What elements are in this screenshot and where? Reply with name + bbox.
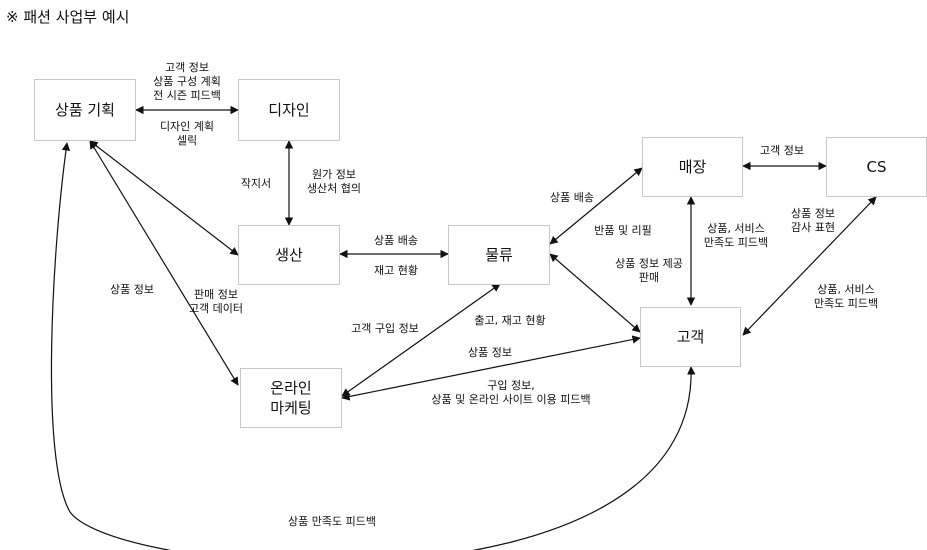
node-logistics: 물류 — [448, 225, 550, 285]
label-logistics-store-bottom: 반품 및 리필 — [594, 224, 652, 237]
label-planning-to-design: 고객 정보 상품 구성 계획 전 시즌 피드백 — [153, 61, 221, 102]
node-store: 매장 — [642, 137, 743, 197]
arrow-planning-production — [89, 140, 239, 256]
node-planning: 상품 기획 — [34, 79, 136, 141]
diagram-note: ※ 패션 사업부 예시 — [6, 8, 130, 26]
node-design: 디자인 — [238, 79, 340, 141]
label-cs-customer-bottom: 상품, 서비스 만족도 피드백 — [813, 283, 879, 310]
label-online-logistics-left: 고객 구입 정보 — [351, 322, 419, 335]
label-design-to-planning: 디자인 계획 셀릭 — [159, 120, 215, 147]
node-production: 생산 — [238, 225, 340, 285]
label-cs-customer-top: 상품 정보 감사 표현 — [791, 207, 835, 234]
label-planning-online-left: 상품 정보 — [110, 283, 154, 296]
node-customer: 고객 — [640, 307, 741, 367]
arrow-customer-planning — [50, 142, 696, 550]
label-online-logistics-right: 출고, 재고 현황 — [474, 314, 546, 327]
label-store-customer-right: 상품, 서비스 만족도 피드백 — [703, 222, 769, 249]
label-online-customer-bottom: 구입 정보, 상품 및 온라인 사이트 이용 피드백 — [431, 379, 591, 406]
label-planning-online-right: 판매 정보 고객 데이터 — [188, 288, 244, 315]
label-store-customer-left: 상품 정보 제공 판매 — [615, 257, 683, 284]
arrow-cs-customer — [742, 196, 877, 336]
label-design-production-right: 원가 정보 생산처 협의 — [306, 168, 362, 195]
label-store-cs: 고객 정보 — [760, 144, 804, 157]
arrow-planning-online — [89, 140, 239, 386]
label-production-logistics-bottom: 재고 현황 — [374, 264, 418, 277]
node-cs: CS — [826, 137, 927, 197]
label-design-production-left: 작지서 — [240, 177, 272, 190]
label-logistics-store-top: 상품 배송 — [550, 191, 594, 204]
label-online-customer-top: 상품 정보 — [468, 346, 512, 359]
label-production-logistics-top: 상품 배송 — [374, 234, 418, 247]
node-online-marketing: 온라인 마케팅 — [240, 368, 342, 428]
label-customer-planning: 상품 만족도 피드백 — [288, 515, 376, 528]
